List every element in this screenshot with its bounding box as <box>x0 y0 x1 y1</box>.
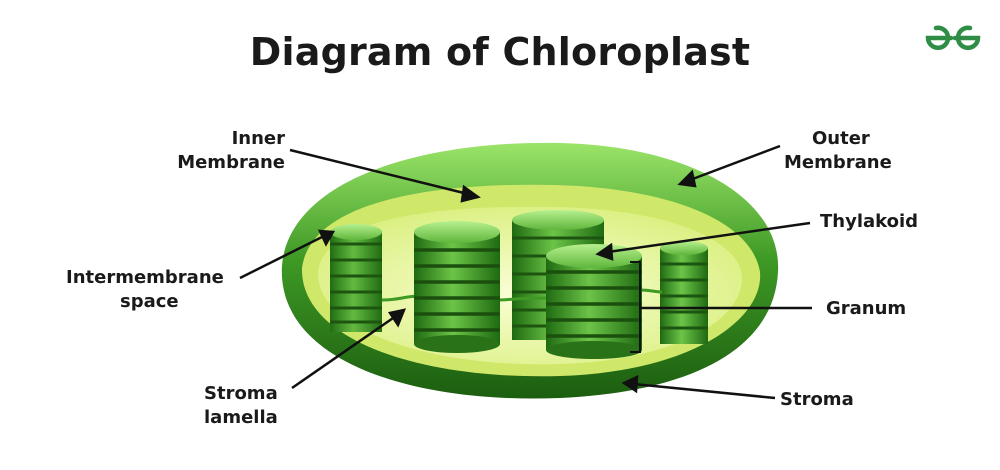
label-inner-membrane-line2: Membrane <box>177 152 285 173</box>
label-outer-membrane: Outer Membrane <box>784 127 924 175</box>
label-stroma-lamella-line1: Stroma <box>204 383 278 404</box>
label-inner-membrane: Inner Membrane <box>120 127 285 175</box>
label-intermembrane-line2: space <box>120 291 179 312</box>
label-intermembrane-space: Intermembrane space <box>66 266 246 314</box>
label-stroma: Stroma <box>780 389 854 410</box>
granum-front-left <box>414 221 500 353</box>
label-intermembrane-line1: Intermembrane <box>66 267 224 288</box>
label-thylakoid: Thylakoid <box>820 211 919 232</box>
granum-far-right <box>660 241 708 344</box>
pointer-arrows <box>239 144 812 400</box>
label-outer-membrane-line1: Outer <box>812 128 870 149</box>
label-stroma-lamella-line2: lamella <box>204 407 278 428</box>
geeksforgeeks-logo-icon <box>925 25 981 51</box>
label-outer-membrane-line2: Membrane <box>784 152 892 173</box>
diagram-title: Diagram of Chloroplast <box>249 30 751 74</box>
label-stroma-lamella: Stroma lamella <box>204 382 314 430</box>
granum-front-right <box>546 244 642 359</box>
label-inner-membrane-line1: Inner <box>231 128 285 149</box>
label-granum: Granum <box>826 298 907 319</box>
granum-back-left <box>330 224 382 332</box>
